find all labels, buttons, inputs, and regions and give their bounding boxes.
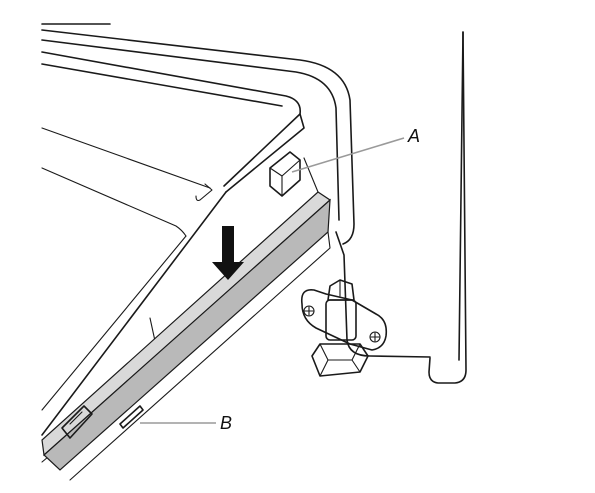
callout-a-leader: [291, 137, 405, 173]
adjustable-foot: [300, 279, 388, 377]
cabinet-side-panel: [428, 31, 467, 384]
front-latch: [61, 405, 93, 439]
mounting-rail: [41, 157, 331, 481]
appliance-top: [41, 51, 302, 237]
callout-a-label: A: [407, 126, 420, 146]
bracket-a: [269, 151, 301, 197]
callout-b-label: B: [220, 413, 232, 433]
down-arrow-icon: [212, 226, 244, 280]
slot-b: [119, 405, 144, 429]
